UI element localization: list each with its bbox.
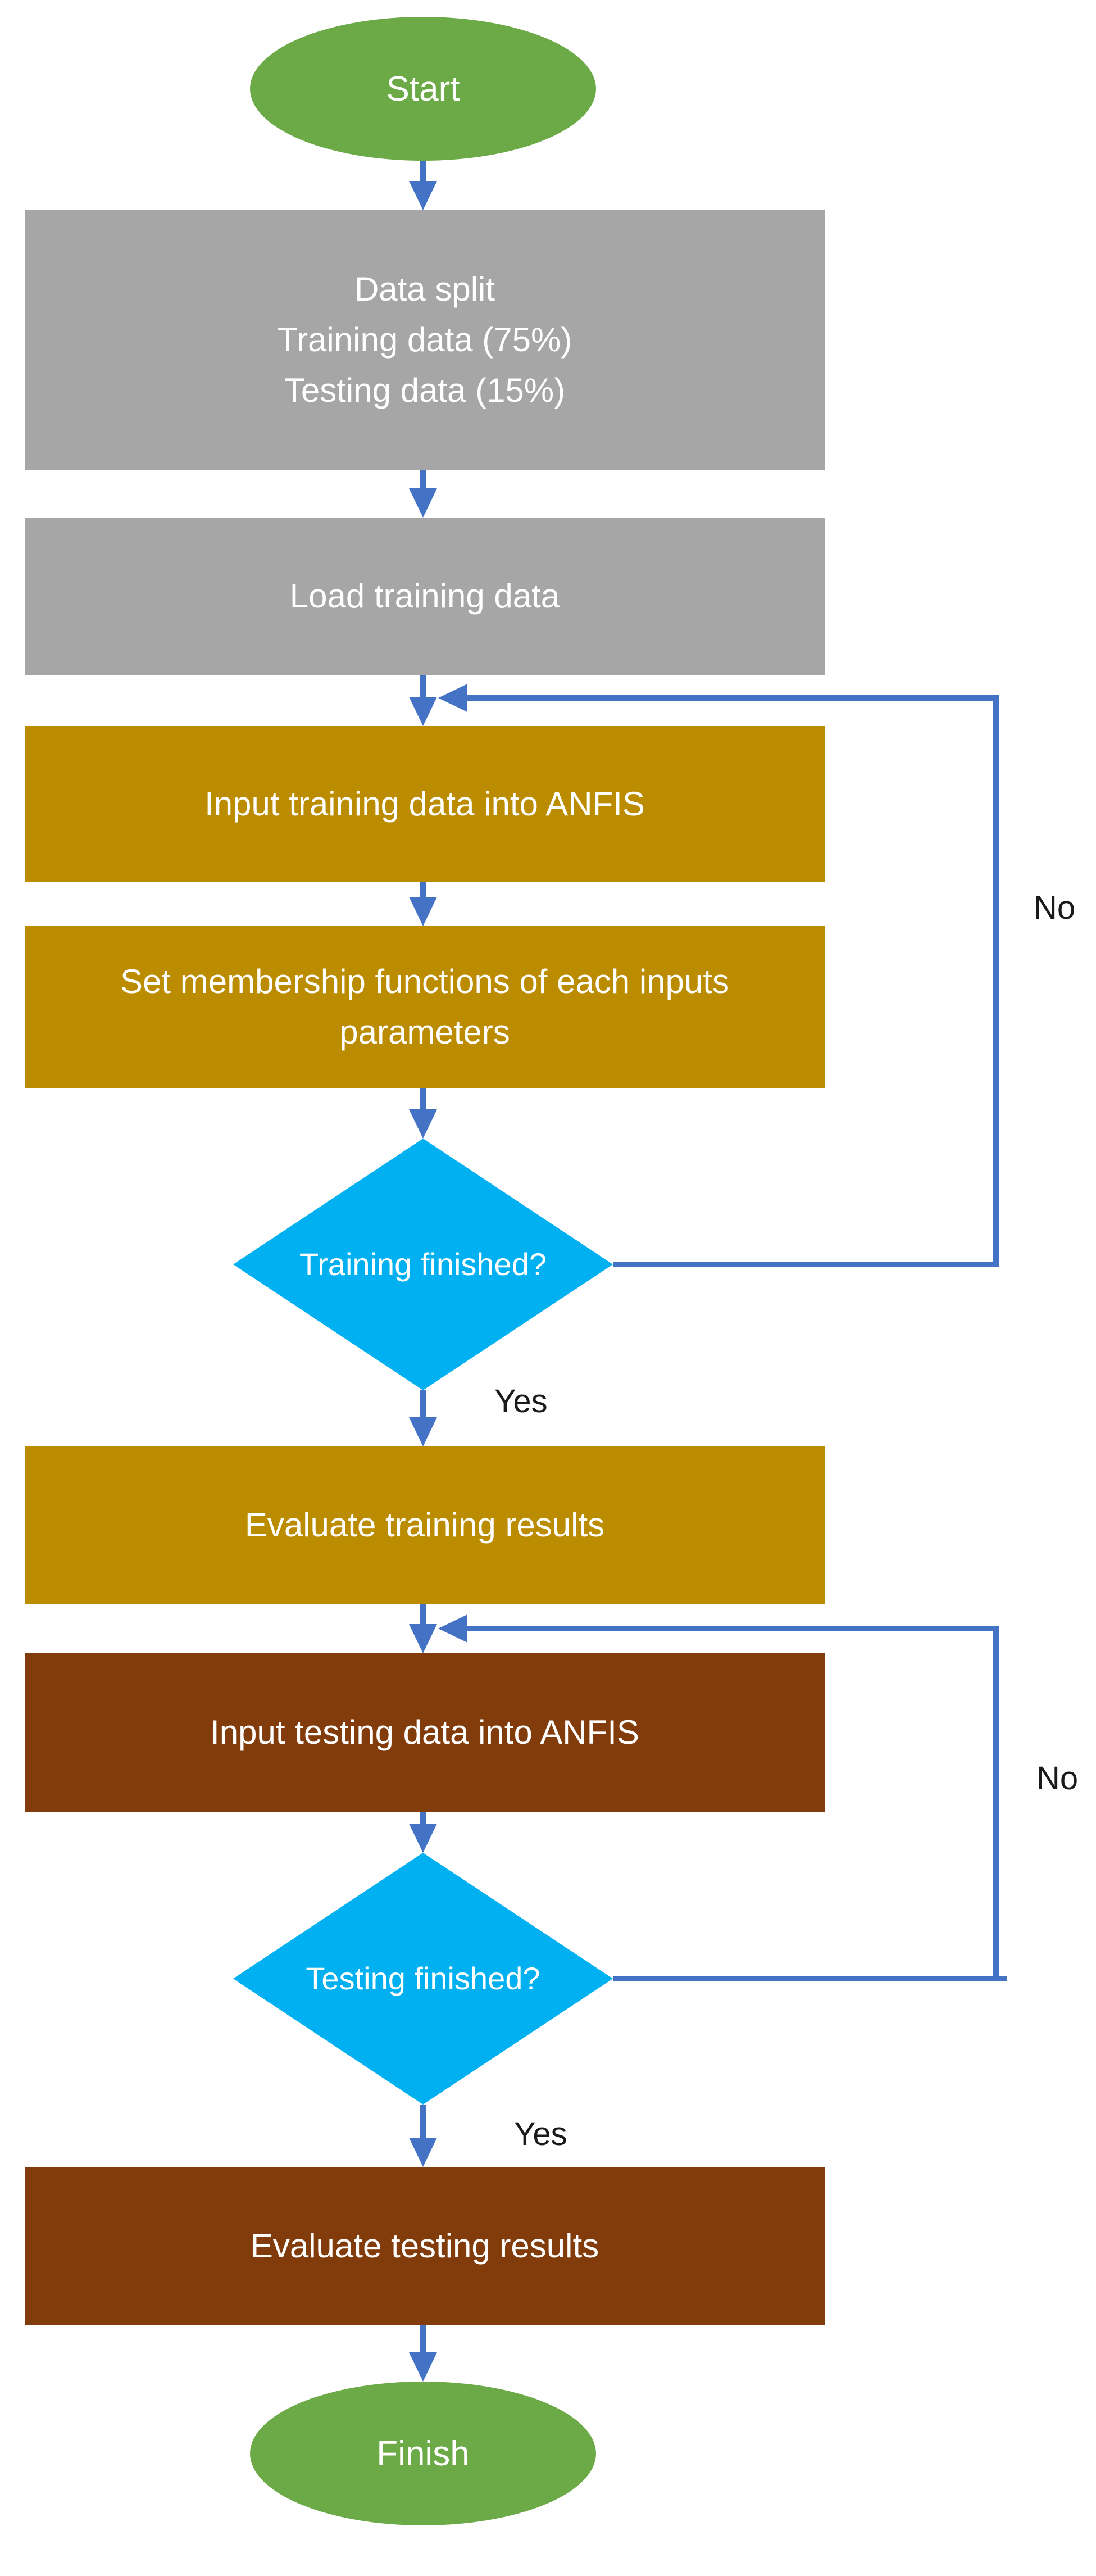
edge-label-training-no: No [1034,890,1076,926]
start-node: Start [250,17,596,161]
edge-label-training-yes: Yes [494,1383,548,1419]
load-training-data-node: Load training data [25,518,825,675]
testing-finished-decision-node: Testing finished? [233,1853,613,2105]
evaluate-testing-results-node: Evaluate testing results [25,2167,825,2325]
set-membership-line-2: parameters [339,1013,510,1051]
input-testing-data-label: Input testing data into ANFIS [210,1713,639,1751]
arrowhead-down-icon [409,697,437,726]
arrowhead-down-icon [409,1624,437,1653]
arrowhead-down-icon [409,2352,437,2382]
start-label: Start [386,69,460,108]
input-training-data-node: Input training data into ANFIS [25,726,825,882]
data-split-line-1: Data split [354,270,495,308]
set-membership-functions-node: Set membership functions of each inputs … [25,926,825,1088]
arrowhead-down-icon [409,181,437,210]
training-finished-label: Training finished? [299,1246,547,1282]
finish-label: Finish [376,2434,470,2473]
evaluate-testing-results-label: Evaluate testing results [250,2227,599,2265]
testing-finished-label: Testing finished? [306,1961,540,1996]
evaluate-training-results-label: Evaluate training results [244,1506,605,1544]
input-testing-data-node: Input testing data into ANFIS [25,1653,825,1812]
load-training-data-label: Load training data [289,577,560,615]
evaluate-training-results-node: Evaluate training results [25,1446,825,1604]
arrowhead-down-icon [409,488,437,518]
finish-node: Finish [250,2382,596,2525]
data-split-line-2: Training data (75%) [277,321,572,359]
arrowhead-down-icon [409,1417,437,1446]
edge-label-testing-yes: Yes [514,2116,567,2152]
data-split-node: Data split Training data (75%) Testing d… [25,210,825,470]
arrowhead-down-icon [409,897,437,926]
training-finished-decision-node: Training finished? [233,1139,613,1390]
arrowhead-down-icon [409,1109,437,1139]
input-training-data-label: Input training data into ANFIS [204,785,645,823]
data-split-line-3: Testing data (15%) [284,371,566,409]
arrowhead-left-icon [438,1614,467,1643]
edge-label-testing-no: No [1036,1760,1079,1797]
arrowhead-left-icon [438,684,467,712]
set-membership-line-1: Set membership functions of each inputs [120,963,729,1000]
arrowhead-down-icon [409,2138,437,2167]
arrowhead-down-icon [409,1824,437,1853]
